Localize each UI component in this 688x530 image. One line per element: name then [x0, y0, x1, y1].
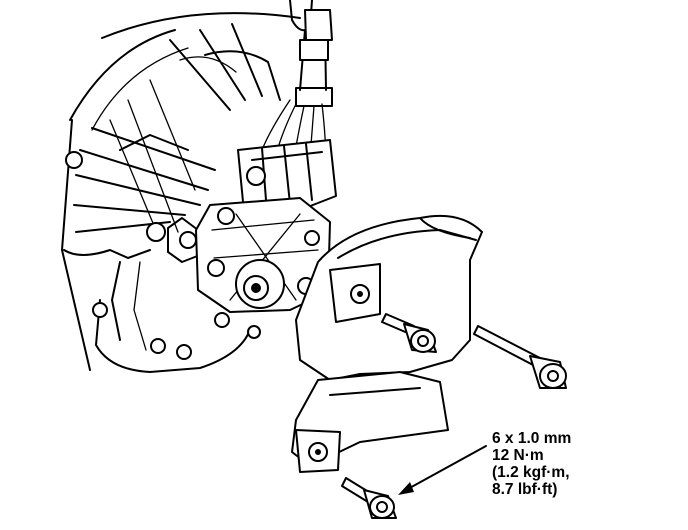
- torque-spec-callout: 6 x 1.0 mm 12 N·m (1.2 kgf·m, 8.7 lbf·ft…: [492, 430, 571, 498]
- torque-lbf-label: 8.7 lbf·ft): [492, 481, 558, 498]
- engine-housing: [61, 12, 301, 373]
- callout-bolt: [341, 477, 397, 519]
- bolt-size-label: 6 x 1.0 mm: [492, 430, 572, 447]
- torque-kgf-label: (1.2 kgf·m,: [492, 464, 570, 481]
- long-bolt: [473, 325, 567, 389]
- torque-nm-label: 12 N·m: [492, 447, 544, 464]
- short-bolt: [381, 313, 437, 353]
- callout-arrow: [398, 445, 487, 495]
- sensor-assembly: [195, 0, 337, 339]
